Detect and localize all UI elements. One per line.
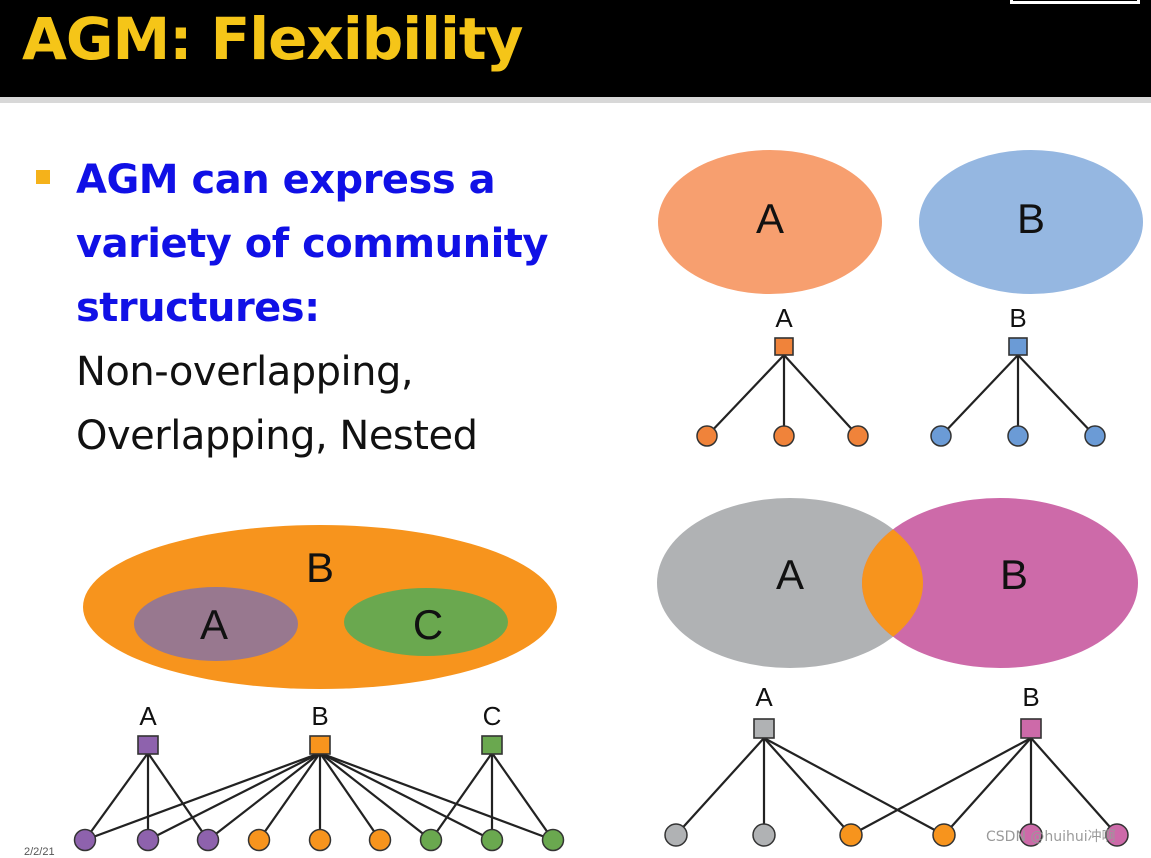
community-a-label: A <box>200 601 228 648</box>
member-node <box>1084 425 1106 447</box>
slide-title: AGM: Flexibility <box>22 5 523 73</box>
footer-date: 2/2/21 <box>24 846 55 858</box>
node-a-square <box>753 718 775 739</box>
node-b-square <box>1020 718 1042 739</box>
bullet-line-1: AGM can express a <box>76 157 496 203</box>
member-node <box>541 828 565 852</box>
community-b-ellipse <box>919 150 1143 294</box>
community-a-ellipse <box>657 498 923 668</box>
community-a-label: A <box>776 551 804 598</box>
bullet-line-4: Non-overlapping, <box>76 349 414 395</box>
bullet-square-icon <box>36 170 50 184</box>
member-node <box>752 823 776 847</box>
member-node <box>419 828 443 852</box>
node-c-label: C <box>483 701 502 731</box>
node-b-square <box>309 735 331 755</box>
node-a-label: A <box>775 303 793 333</box>
node-a-square <box>774 337 794 356</box>
community-a-ellipse <box>658 150 882 294</box>
member-node <box>308 828 332 852</box>
member-node <box>839 823 863 847</box>
node-a-label: A <box>755 682 773 712</box>
node-b-label: B <box>311 701 328 731</box>
community-c-inner-ellipse <box>344 588 508 656</box>
corner-bracket-mark <box>1010 0 1140 4</box>
member-node <box>196 828 220 852</box>
community-b-label: B <box>1017 195 1045 242</box>
community-b-label: B <box>1000 551 1028 598</box>
bullet-line-5: Overlapping, Nested <box>76 413 478 459</box>
member-node <box>1007 425 1029 447</box>
node-a-square <box>137 735 159 755</box>
community-a-inner-ellipse <box>134 587 298 661</box>
member-node <box>73 828 97 852</box>
member-node <box>773 425 795 447</box>
node-a-label: A <box>139 701 157 731</box>
title-divider <box>0 97 1151 103</box>
node-c-square <box>481 735 503 755</box>
member-node <box>1105 823 1129 847</box>
member-node <box>247 828 271 852</box>
member-node <box>696 425 718 447</box>
community-b-label: B <box>306 544 334 591</box>
non-overlapping-diagram: A B A B <box>658 150 1143 447</box>
node-b-square <box>1008 337 1028 356</box>
member-node <box>930 425 952 447</box>
nested-diagram: B A C A B C <box>73 525 565 852</box>
community-a-label: A <box>756 195 784 242</box>
bullet-line-2: variety of community <box>76 221 548 267</box>
bullet-line-3: structures: <box>76 285 320 331</box>
member-node <box>136 828 160 852</box>
community-c-label: C <box>413 601 443 648</box>
member-node <box>480 828 504 852</box>
node-b-label: B <box>1022 682 1039 712</box>
title-bar: AGM: Flexibility <box>0 0 1151 97</box>
bullet-text: AGM can express a variety of community s… <box>76 148 596 468</box>
csdn-watermark: CSDN @huihui冲啊 <box>986 829 1116 845</box>
member-node <box>847 425 869 447</box>
community-b-ellipse <box>862 498 1138 668</box>
member-node <box>932 823 956 847</box>
member-node <box>368 828 392 852</box>
overlapping-diagram: A B A B <box>657 498 1138 847</box>
member-node <box>1019 823 1043 847</box>
member-node <box>664 823 688 847</box>
node-b-label: B <box>1009 303 1026 333</box>
